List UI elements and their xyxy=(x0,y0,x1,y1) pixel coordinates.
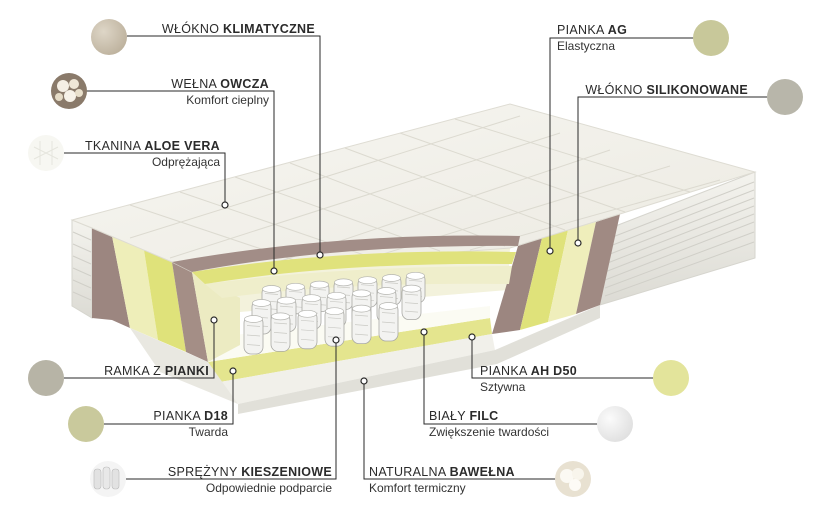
label-bialy-filc: BIAŁY FILC Zwiększenie twardości xyxy=(429,409,550,439)
left-cream-layer xyxy=(112,236,158,340)
swatch-foam-frame-icon xyxy=(28,360,64,396)
bottom-yellow-layer xyxy=(208,318,492,382)
leader-ramka-z-pianki xyxy=(64,320,215,379)
left-lime-layer xyxy=(144,250,186,352)
quilt-pattern xyxy=(129,115,721,269)
bottom-right-face xyxy=(238,305,600,414)
leader-welna-owcza xyxy=(86,90,275,271)
pocket-spring xyxy=(270,312,291,352)
pocket-spring xyxy=(324,307,345,347)
side-stripes-left xyxy=(72,231,92,301)
label-tkanina-aloe-vera: TKANINA ALOE VERA Odprężająca xyxy=(85,139,220,169)
pocket-springs xyxy=(243,271,426,355)
label-naturalna-bawelna: NATURALNA BAWEŁNA Komfort termiczny xyxy=(369,465,515,495)
leader-pianka-d18 xyxy=(104,371,234,425)
label-pianka-d18: PIANKA D18 Twarda xyxy=(153,409,228,439)
right-brown-frame xyxy=(576,214,620,314)
leader-pianka-ag xyxy=(549,37,694,251)
label-wlokno-silikonowane: WŁÓKNO SILIKONOWANE xyxy=(585,83,748,97)
leader-wlokno-klimatyczne xyxy=(127,35,321,255)
pocket-spring xyxy=(378,302,399,342)
side-stripes-right xyxy=(604,181,755,297)
left-brown-inner xyxy=(172,262,208,362)
swatch-foam-ag-icon xyxy=(693,20,729,56)
swatch-sheep-wool-icon xyxy=(51,73,87,109)
pocket-spring xyxy=(351,304,372,345)
label-pianka-ag: PIANKA AG Elastyczna xyxy=(557,23,628,53)
pocket-spring xyxy=(401,284,422,321)
bottom-white-layer xyxy=(220,334,495,404)
leader-lines xyxy=(64,35,768,480)
right-lime-layer xyxy=(520,230,568,330)
label-wlokno-klimatyczne: WŁÓKNO KLIMATYCZNE xyxy=(161,22,315,36)
swatch-cotton-icon xyxy=(555,461,591,497)
left-brown-frame xyxy=(92,228,130,328)
swatch-white-felt-icon xyxy=(597,406,633,442)
swatch-silicone-fiber-icon xyxy=(767,79,803,115)
pocket-spring xyxy=(243,315,264,355)
leader-pianka-ah-d50 xyxy=(471,337,655,379)
leader-dots xyxy=(210,201,582,385)
leader-tkanina-aloe-vera xyxy=(64,152,226,205)
leader-naturalna-bawelna xyxy=(363,381,556,480)
swatch-foam-ah-d50-icon xyxy=(653,360,689,396)
label-welna-owcza: WEŁNA OWCZA Komfort cieplny xyxy=(171,77,269,107)
leader-wlokno-silikonowane xyxy=(577,96,768,243)
label-ramka-z-pianki: RAMKA Z PIANKI xyxy=(104,364,209,378)
label-pianka-ah-d50: PIANKA AH D50 Sztywna xyxy=(480,364,578,394)
bottom-base xyxy=(130,328,238,404)
top-lime-layer xyxy=(192,251,516,284)
label-sprezyny-kieszeniowe: SPRĘŻYNY KIESZENIOWE Odpowiednie podparc… xyxy=(167,465,332,495)
swatch-aloe-fabric-icon xyxy=(28,135,64,171)
material-swatches xyxy=(28,19,803,497)
swatch-climate-fiber-icon xyxy=(91,19,127,55)
swatch-pocket-springs-icon xyxy=(90,461,126,497)
leader-bialy-filc xyxy=(423,332,598,425)
mattress xyxy=(70,103,757,414)
pocket-spring xyxy=(297,309,318,350)
top-brown-layer xyxy=(172,235,520,272)
mattress-top-cover xyxy=(70,103,757,273)
leader-sprezyny-kieszeniowe xyxy=(126,340,337,480)
swatch-foam-d18-icon xyxy=(68,406,104,442)
right-brown-outer xyxy=(492,238,542,334)
right-cream-layer xyxy=(548,222,596,322)
